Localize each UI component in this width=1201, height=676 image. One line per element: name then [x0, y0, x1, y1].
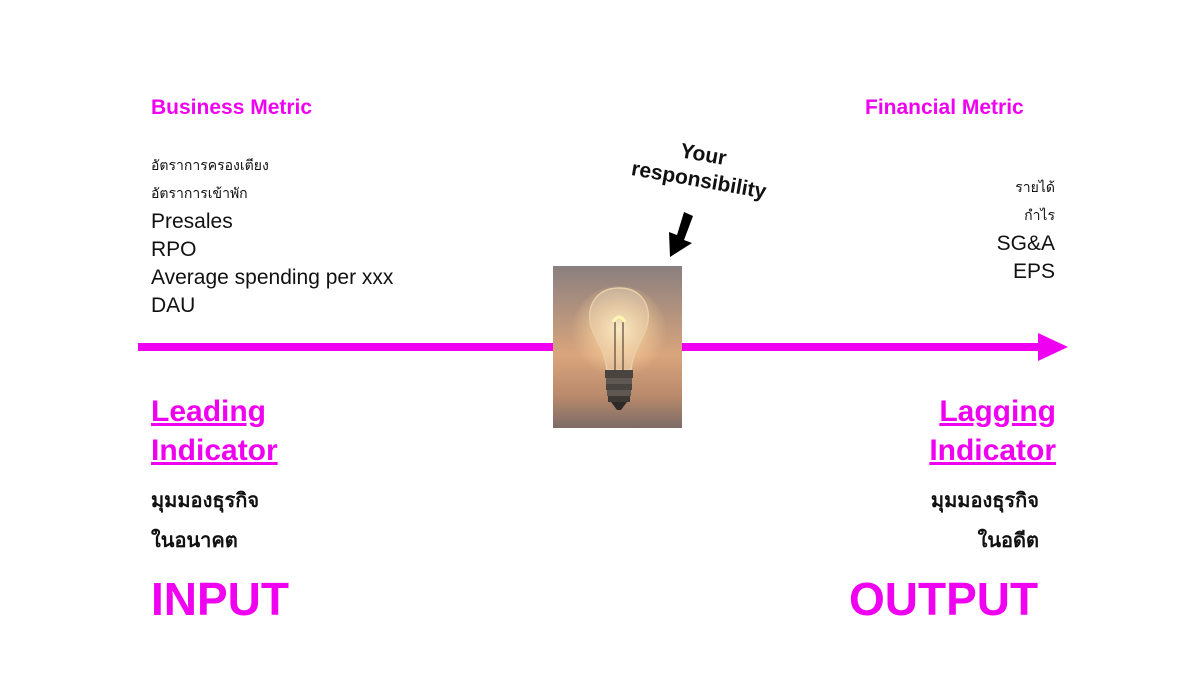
light-bulb-image [553, 266, 682, 428]
metric-item: RPO [151, 238, 197, 261]
past-view-text: มุมมองธุรกิจ ในอดีต [931, 480, 1039, 560]
future-view-text: มุมมองธุรกิจ ในอนาคต [151, 480, 259, 560]
metric-item: EPS [1012, 260, 1055, 283]
business-metric-heading: Business Metric [151, 96, 313, 119]
indicator-line: Leading [151, 395, 267, 428]
input-label: INPUT [151, 573, 289, 625]
metric-item: Presales [151, 210, 233, 233]
indicator-line: Lagging [939, 395, 1056, 428]
lagging-indicator-label: Lagging Indicator [929, 392, 1056, 470]
metric-item: รายได้ [1015, 180, 1055, 196]
arrow-head-icon [1038, 333, 1068, 361]
business-metric-list: อัตราการครองเตียง อัตราการเข้าพัก Presal… [151, 152, 393, 320]
view-line: มุมมองธุรกิจ [151, 488, 260, 512]
financial-metric-heading: Financial Metric [865, 96, 1024, 119]
metric-item: Average spending per xxx [151, 266, 394, 289]
view-line: ในอดีต [977, 528, 1039, 552]
output-label: OUTPUT [849, 573, 1039, 625]
leading-indicator-label: Leading Indicator [151, 392, 278, 470]
view-line: มุมมองธุรกิจ [930, 488, 1039, 512]
down-arrow-icon [669, 212, 693, 257]
indicator-line: Indicator [151, 434, 278, 467]
view-line: ในอนาคต [151, 528, 238, 552]
financial-metric-list: รายได้ กำไร SG&A EPS [997, 174, 1055, 286]
indicator-line: Indicator [929, 434, 1056, 467]
metric-item: อัตราการเข้าพัก [151, 186, 248, 202]
metric-item: SG&A [996, 232, 1055, 255]
metric-item: กำไร [1024, 208, 1055, 224]
metric-item: อัตราการครองเตียง [151, 158, 269, 174]
metric-item: DAU [151, 294, 196, 317]
responsibility-label: Your responsibility [613, 128, 789, 209]
